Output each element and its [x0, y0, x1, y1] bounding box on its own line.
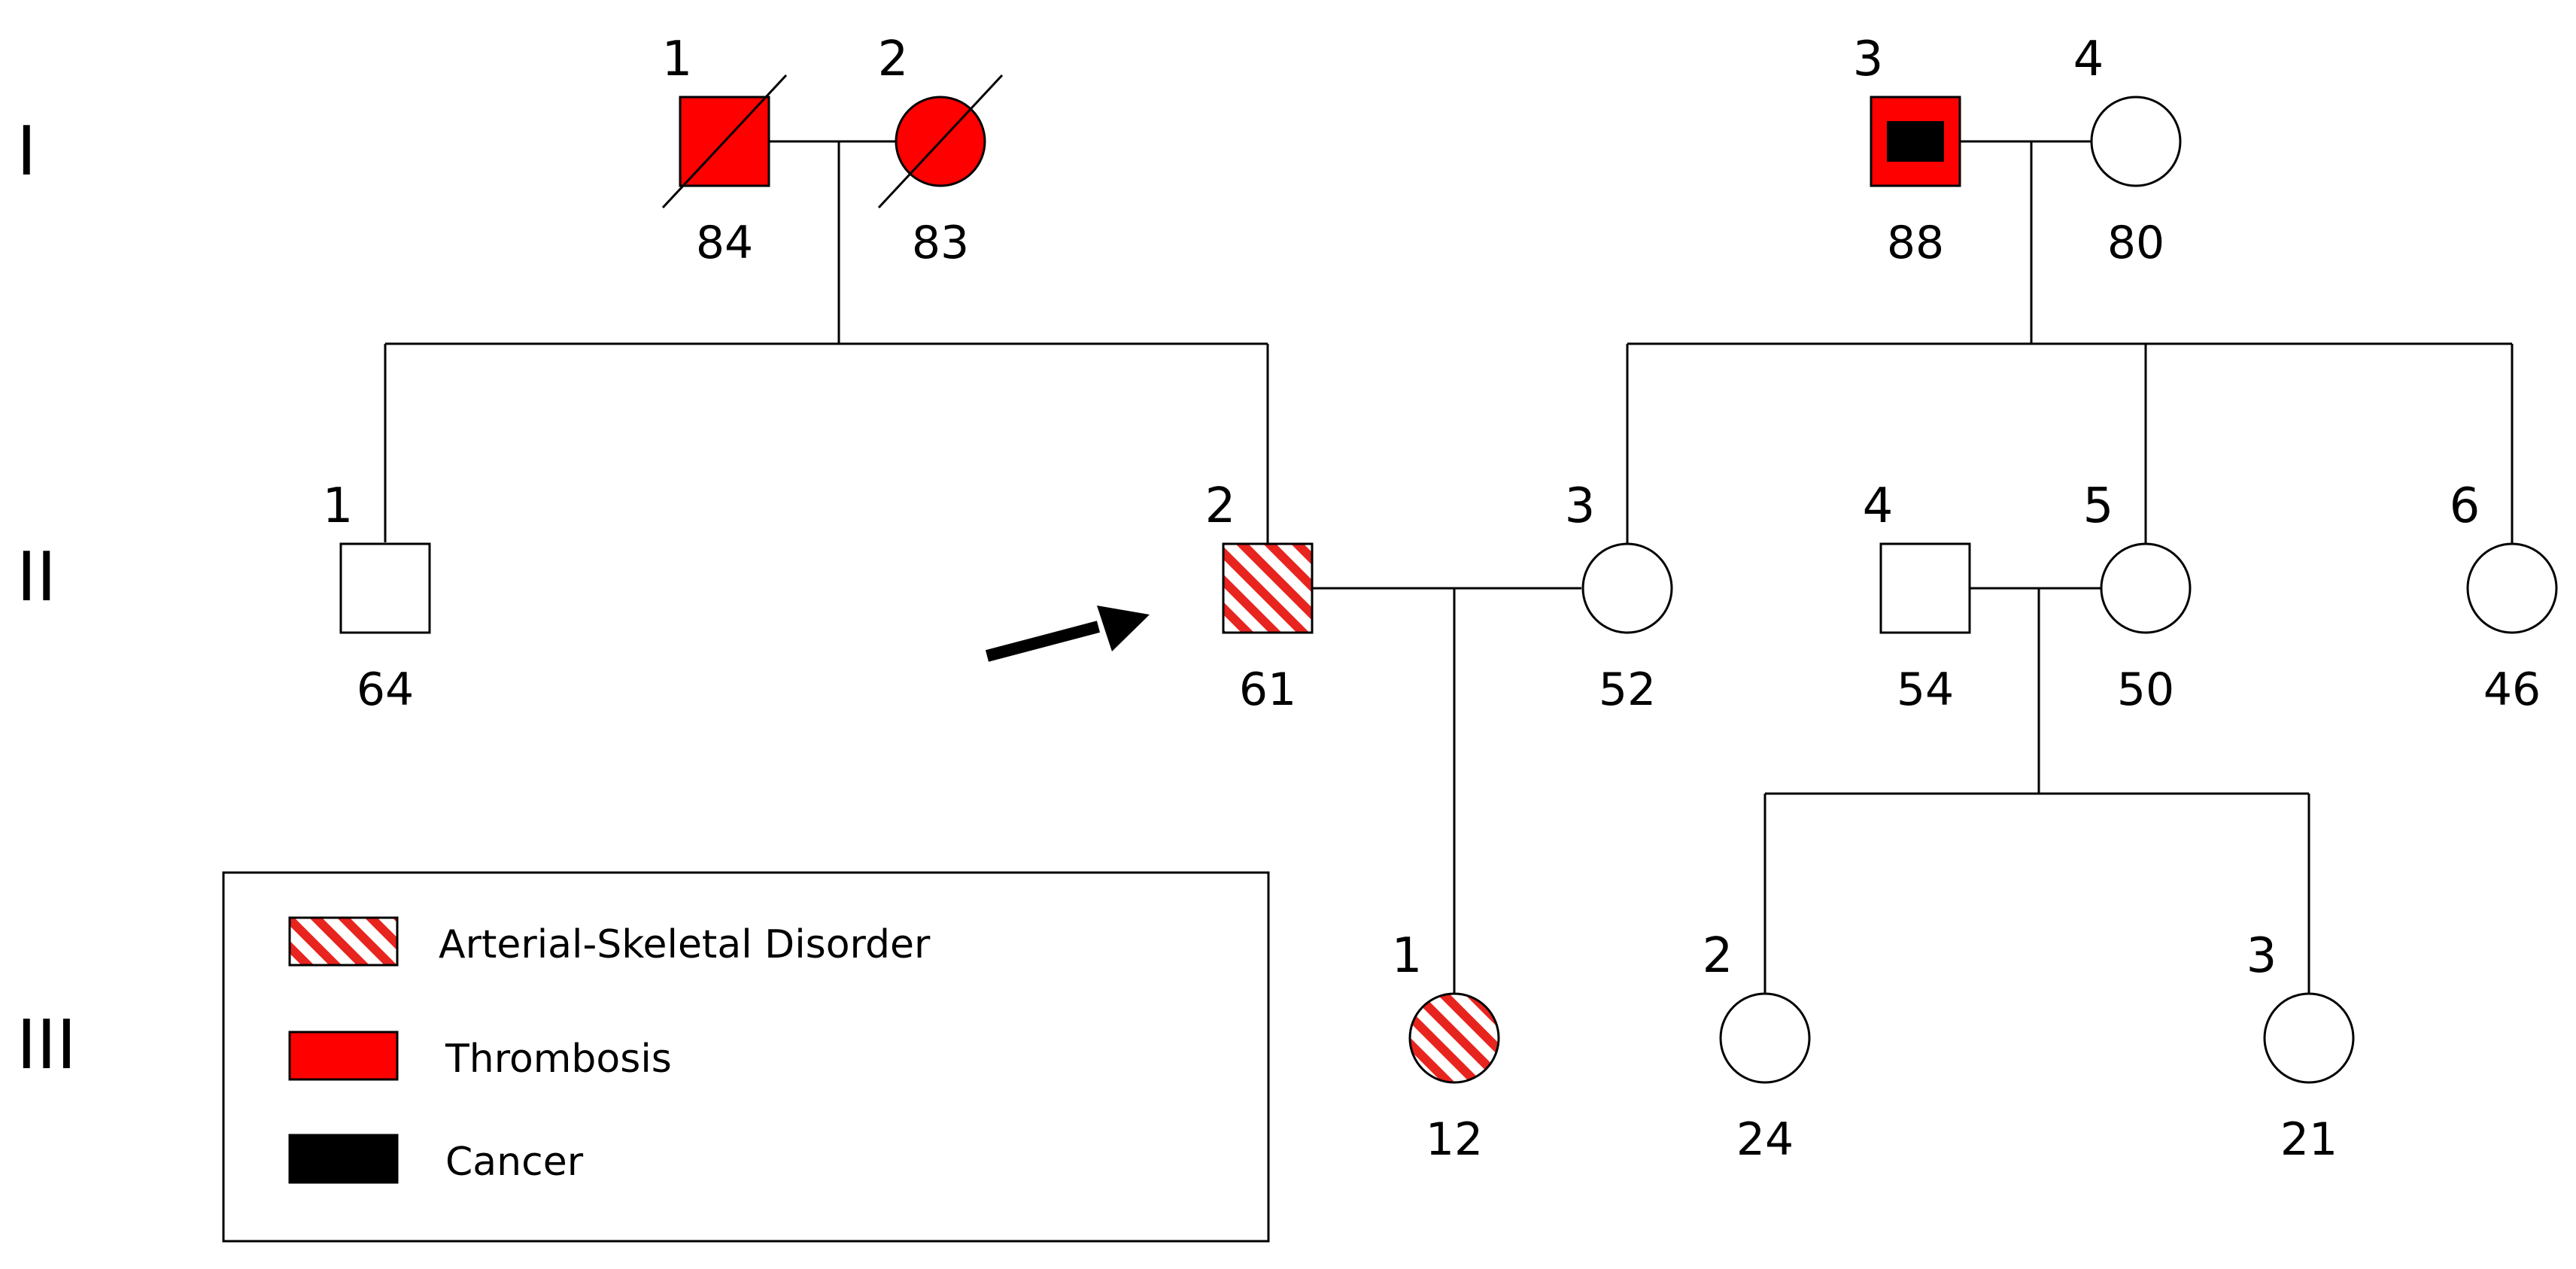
individual-number: 3 — [2246, 928, 2277, 984]
legend-swatch-thrombosis — [288, 1031, 399, 1081]
generation-label-iii: III — [17, 1006, 77, 1085]
legend: Arterial-Skeletal Disorder Thrombosis Ca… — [222, 871, 1270, 1243]
individual-ii6: 6 46 — [2450, 478, 2558, 716]
individual-number: 5 — [2083, 478, 2114, 534]
individual-iii2: 2 24 — [1703, 928, 1811, 1166]
cancer-marker — [1887, 121, 1944, 162]
individual-number: 3 — [1565, 478, 1596, 534]
individual-i1: 1 84 — [661, 32, 788, 269]
male-symbol — [1222, 542, 1314, 634]
individual-number: 1 — [1392, 928, 1423, 984]
individual-number: 2 — [1205, 478, 1236, 534]
individual-number: 6 — [2450, 478, 2480, 534]
deceased-slash — [877, 74, 1004, 209]
individual-number: 4 — [1863, 478, 1894, 534]
individual-age: 84 — [696, 217, 753, 269]
individual-number: 2 — [878, 32, 909, 87]
individual-number: 1 — [323, 478, 354, 534]
legend-label-cancer: Cancer — [445, 1140, 584, 1185]
individual-ii1: 1 64 — [323, 478, 431, 716]
individual-age: 61 — [1239, 663, 1296, 716]
individual-age: 21 — [2280, 1113, 2338, 1166]
individual-age: 46 — [2483, 663, 2541, 716]
legend-label-arterial-skeletal: Arterial-Skeletal Disorder — [439, 922, 931, 967]
female-symbol — [2263, 992, 2355, 1084]
proband-arrow-icon — [985, 606, 1150, 662]
pedigree-individuals: 1 84 2 83 3 88 4 80 1 64 2 61 3 52 4 54 5 50 6 46 1 12 2 24 3 21 — [323, 32, 2558, 1166]
female-symbol — [2100, 542, 2192, 634]
legend-swatch-arterial-skeletal — [288, 916, 399, 967]
individual-i3: 3 88 — [1853, 32, 1961, 269]
individual-iii3: 3 21 — [2246, 928, 2355, 1166]
individual-age: 80 — [2107, 217, 2164, 269]
individual-ii2: 2 61 — [1205, 478, 1314, 716]
individual-age: 12 — [1426, 1113, 1483, 1166]
generation-label-i: I — [17, 112, 37, 191]
individual-number: 2 — [1703, 928, 1733, 984]
pedigree-lines — [384, 140, 2514, 993]
female-symbol — [2466, 542, 2558, 634]
individual-ii4: 4 54 — [1863, 478, 1971, 716]
individual-ii3: 3 52 — [1565, 478, 1673, 716]
deceased-slash — [661, 74, 788, 209]
legend-label-thrombosis: Thrombosis — [445, 1037, 672, 1082]
individual-i2: 2 83 — [877, 32, 1004, 269]
individual-age: 64 — [357, 663, 414, 716]
female-symbol — [2090, 96, 2182, 187]
individual-i4: 4 80 — [2073, 32, 2182, 269]
individual-number: 3 — [1853, 32, 1884, 87]
legend-swatch-cancer — [288, 1134, 399, 1184]
individual-age: 24 — [1736, 1113, 1794, 1166]
individual-ii5: 5 50 — [2083, 478, 2192, 716]
generation-label-ii: II — [17, 538, 56, 617]
female-symbol — [1719, 992, 1811, 1084]
individual-age: 50 — [2117, 663, 2174, 716]
female-symbol — [1408, 992, 1500, 1084]
individual-age: 88 — [1887, 217, 1944, 269]
individual-iii1: 1 12 — [1392, 928, 1500, 1166]
individual-number: 4 — [2073, 32, 2104, 87]
male-symbol — [339, 542, 431, 634]
individual-age: 52 — [1599, 663, 1656, 716]
individual-number: 1 — [662, 32, 693, 87]
female-symbol — [1581, 542, 1673, 634]
individual-age: 54 — [1897, 663, 1954, 716]
male-symbol — [1879, 542, 1971, 634]
individual-age: 83 — [912, 217, 969, 269]
